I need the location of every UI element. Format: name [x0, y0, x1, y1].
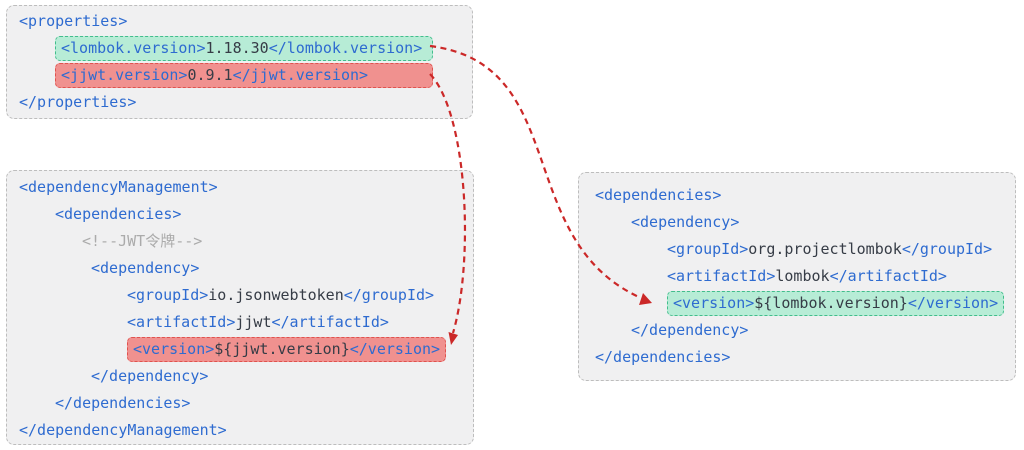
jjwt-version-property-highlight: <jjwt.version>0.9.1</jjwt.version> — [55, 63, 433, 88]
code-line: </dependency> — [595, 317, 999, 344]
xml-tag-token: <dependency> — [91, 259, 200, 277]
lombok-version-property-highlight: <lombok.version>1.18.30</lombok.version> — [55, 36, 433, 61]
xml-tag-token: <version> — [673, 294, 755, 312]
xml-text-token: lombok — [775, 267, 830, 285]
xml-tag-token: </artifactId> — [829, 267, 947, 285]
xml-comment-token: <!--JWT令牌--> — [82, 232, 203, 250]
xml-tag-token: <groupId> — [127, 286, 209, 304]
xml-tag-token: </version> — [907, 294, 999, 312]
xml-tag-token: <jjwt.version> — [61, 66, 188, 84]
xml-text-token: jjwt — [235, 313, 272, 331]
code-line: <dependencyManagement> — [19, 174, 461, 201]
xml-tag-token: <properties> — [19, 12, 128, 30]
xml-tag-token: </dependency> — [91, 367, 209, 385]
xml-text-token: 0.9.1 — [187, 66, 233, 84]
code-line: <properties> — [19, 8, 460, 35]
xml-tag-token: <dependencyManagement> — [19, 178, 218, 196]
xml-tag-token: <version> — [133, 340, 215, 358]
jjwt-version-reference-highlight: <version>${jjwt.version}</version> — [127, 337, 447, 362]
properties-code-box: <properties> <lombok.version>1.18.30</lom… — [6, 5, 473, 119]
xml-tag-token: <dependencies> — [595, 186, 722, 204]
code-line: <artifactId>jjwt</artifactId> — [19, 309, 461, 336]
xml-tag-token: </dependency> — [631, 321, 749, 339]
code-line: <groupId>org.projectlombok</groupId> — [595, 236, 999, 263]
xml-tag-token: </dependencies> — [55, 394, 191, 412]
code-line: <!--JWT令牌--> — [19, 228, 461, 255]
code-line: <dependencies> — [595, 182, 999, 209]
xml-text-token: org.projectlombok — [748, 240, 902, 258]
dependencies-code-box: <dependencies> <dependency> <groupId>org.p… — [578, 172, 1016, 381]
code-line: <dependencies> — [19, 201, 461, 228]
code-line: <jjwt.version>0.9.1</jjwt.version> — [19, 62, 460, 89]
xml-tag-token: <artifactId> — [127, 313, 236, 331]
xml-tag-token: </dependencyManagement> — [19, 421, 227, 439]
xml-tag-token: <lombok.version> — [61, 39, 206, 57]
lombok-version-reference-highlight: <version>${lombok.version}</version> — [667, 291, 1005, 316]
xml-tag-token: </jjwt.version> — [232, 66, 369, 84]
xml-tag-token: </version> — [349, 340, 441, 358]
code-line: <groupId>io.jsonwebtoken</groupId> — [19, 282, 461, 309]
xml-text-token: ${lombok.version} — [754, 294, 908, 312]
code-line: </properties> — [19, 89, 460, 116]
xml-tag-token: </groupId> — [901, 240, 993, 258]
code-line: <lombok.version>1.18.30</lombok.version> — [19, 35, 460, 62]
xml-text-token: 1.18.30 — [205, 39, 269, 57]
xml-text-token: ${jjwt.version} — [214, 340, 350, 358]
code-line: <dependency> — [595, 209, 999, 236]
xml-tag-token: <artifactId> — [667, 267, 776, 285]
xml-tag-token: <dependency> — [631, 213, 740, 231]
xml-tag-token: </artifactId> — [271, 313, 389, 331]
code-line: <artifactId>lombok</artifactId> — [595, 263, 999, 290]
code-line: </dependencyManagement> — [19, 417, 461, 444]
code-line: <dependency> — [19, 255, 461, 282]
xml-tag-token: </groupId> — [343, 286, 435, 304]
code-line: </dependencies> — [595, 344, 999, 371]
xml-tag-token: </dependencies> — [595, 348, 731, 366]
dependency-management-code-box: <dependencyManagement> <dependencies> <!--… — [6, 170, 474, 445]
code-line: </dependency> — [19, 363, 461, 390]
xml-tag-token: </properties> — [19, 93, 137, 111]
code-line: <version>${jjwt.version}</version> — [19, 336, 461, 363]
xml-tag-token: <groupId> — [667, 240, 749, 258]
code-line: </dependencies> — [19, 390, 461, 417]
code-line: <version>${lombok.version}</version> — [595, 290, 1005, 317]
xml-text-token: io.jsonwebtoken — [208, 286, 344, 304]
xml-tag-token: </lombok.version> — [268, 39, 423, 57]
xml-tag-token: <dependencies> — [55, 205, 182, 223]
